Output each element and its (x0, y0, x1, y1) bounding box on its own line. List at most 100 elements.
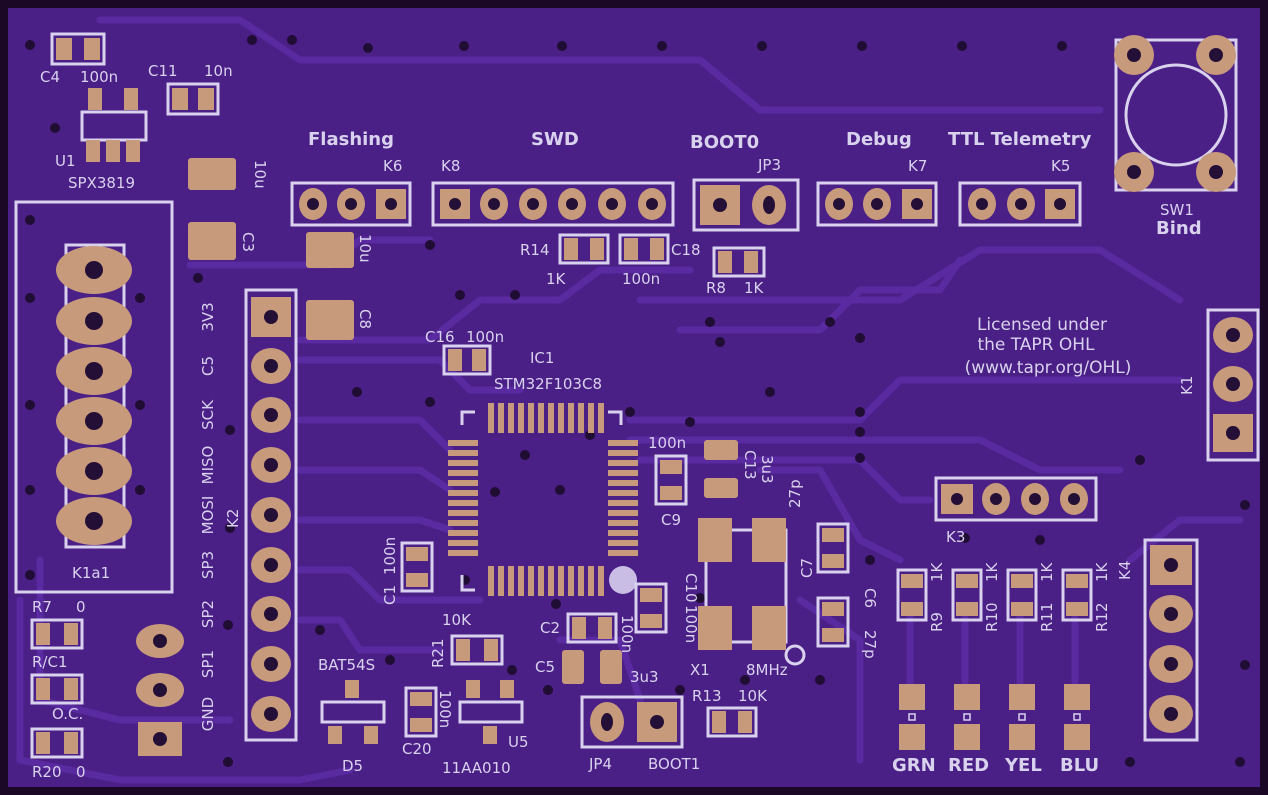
label-red: RED (948, 755, 989, 776)
header-k3 (934, 476, 1098, 522)
value-c16: 100n (466, 328, 504, 346)
ref-r8: R8 (706, 279, 726, 297)
resistor-rc1 (30, 673, 84, 705)
k2-pin-label-3v3: 3V3 (199, 302, 217, 331)
label-blu: BLU (1060, 755, 1099, 776)
resistor-r21 (450, 634, 504, 666)
status-leds (899, 684, 1090, 750)
ref-k8: K8 (441, 157, 460, 175)
cap-c2 (566, 612, 618, 644)
license-line2: the TAPR OHL (977, 335, 1095, 355)
k2-pin-label-sp3: SP3 (199, 551, 217, 579)
label-oc: O.C. (52, 705, 83, 723)
label-bind: Bind (1156, 218, 1202, 239)
header-k8 (431, 181, 675, 227)
value-r9: 1K (928, 561, 946, 582)
license-line3: (www.tapr.org/OHL) (965, 358, 1132, 378)
regulator-u1 (80, 88, 148, 162)
label-swd: SWD (531, 129, 579, 150)
copper-traces (16, 16, 1244, 784)
value-x1: 8MHz (746, 661, 788, 679)
pin1-marker (609, 566, 637, 594)
cap-c7 (816, 522, 850, 574)
ref-k1: K1 (1178, 376, 1196, 395)
value-c4: 100n (80, 68, 118, 86)
ref-u1: U1 (55, 152, 76, 170)
k2-pin-label-miso: MISO (199, 446, 217, 485)
vias (25, 35, 1250, 767)
label-debug: Debug (846, 129, 912, 150)
ref-r21: R21 (429, 638, 447, 668)
k2-pin-label-sp1: SP1 (199, 650, 217, 678)
ref-c13: C13 (741, 450, 759, 480)
connector-k1a1 (14, 200, 174, 594)
value-c-10u-mid: 10u (356, 234, 374, 263)
ref-r7: R7 (32, 598, 52, 616)
ref-k5: K5 (1051, 157, 1070, 175)
cap-c6 (816, 596, 850, 648)
cap-c9 (654, 454, 688, 506)
value-r8: 1K (744, 279, 765, 297)
ref-c11: C11 (148, 62, 178, 80)
cap-c11 (166, 82, 220, 116)
value-c5: 3u3 (630, 668, 659, 686)
value-r14: 1K (546, 270, 567, 288)
value-c18: 100n (622, 270, 660, 288)
ref-k6: K6 (383, 157, 402, 175)
ref-r10: R10 (983, 602, 1001, 632)
ref-c20: C20 (402, 740, 432, 758)
label-grn: GRN (892, 755, 936, 776)
ref-d5: D5 (342, 757, 363, 775)
ref-r9: R9 (928, 612, 946, 632)
ref-jp3: JP3 (757, 156, 781, 174)
eeprom-u5 (458, 680, 524, 744)
value-r7: 0 (76, 598, 86, 616)
ref-ic1: IC1 (530, 349, 554, 367)
jumper-jp4 (580, 695, 684, 749)
header-k6 (290, 181, 412, 227)
ref-c3: C3 (239, 232, 257, 252)
ref-c1: C1 (381, 585, 399, 605)
value-c6: 27p (861, 630, 879, 659)
ref-c4: C4 (40, 68, 60, 86)
value-c10: 100n (682, 605, 700, 643)
value-r21: 10K (442, 611, 472, 629)
label-flashing: Flashing (308, 129, 394, 150)
k2-pin-label-gnd: GND (199, 697, 217, 731)
cap-c4 (50, 32, 106, 66)
ref-c9: C9 (661, 511, 681, 529)
value-r13: 10K (738, 687, 768, 705)
label-yel: YEL (1004, 755, 1042, 776)
label-boot0: BOOT0 (690, 132, 759, 153)
resistor-r7 (30, 618, 84, 650)
value-ic1: STM32F103C8 (494, 375, 602, 393)
silkscreen-text: Flashing SWD BOOT0 Debug TTL Telemetry K… (32, 62, 1202, 781)
value-r12: 1K (1093, 561, 1111, 582)
cap-c8 (306, 300, 354, 340)
ref-x1: X1 (690, 661, 710, 679)
cap-c10u-mid (306, 232, 354, 268)
header-k1 (1206, 308, 1260, 462)
ref-r20: R20 (32, 763, 62, 781)
ref-c5: C5 (535, 658, 555, 676)
k2-pin-label-sck: SCK (199, 399, 217, 430)
value-c2: 100n (618, 615, 636, 653)
ref-c16: C16 (425, 328, 455, 346)
value-d5: BAT54S (318, 656, 375, 674)
resistor-r8 (712, 246, 766, 278)
ref-c10: C10 (682, 573, 700, 603)
cap-c1 (400, 541, 434, 593)
value-c9: 100n (648, 434, 686, 452)
ref-k3: K3 (946, 528, 965, 546)
resistor-r14 (558, 233, 610, 265)
ref-k1a1: K1a1 (72, 564, 110, 582)
ref-r12: R12 (1093, 602, 1111, 632)
label-ttl-telemetry: TTL Telemetry (948, 129, 1092, 150)
header-k4 (1143, 538, 1199, 742)
value-r11: 1K (1038, 561, 1056, 582)
header-k7 (816, 181, 938, 227)
value-c11: 10n (204, 62, 233, 80)
license-line1: Licensed under (977, 315, 1107, 335)
